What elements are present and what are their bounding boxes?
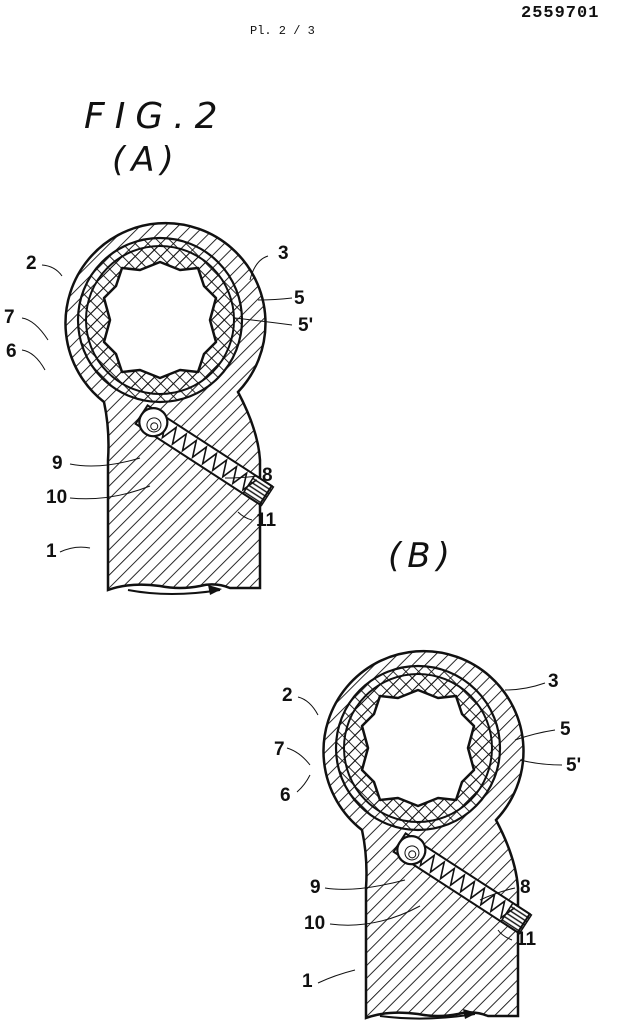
label-a-1: 1: [46, 541, 57, 562]
label-a-8: 8: [262, 465, 273, 486]
label-b-8: 8: [520, 877, 531, 898]
label-b-2: 2: [282, 685, 293, 706]
sheet-number: Pl. 2 / 3: [250, 24, 315, 38]
label-a-9: 9: [52, 453, 63, 474]
label-b-5prime: 5': [566, 755, 582, 776]
document-number: 2559701: [521, 4, 600, 23]
label-b-1: 1: [302, 971, 313, 992]
label-b-6: 6: [280, 785, 291, 806]
label-a-7: 7: [4, 307, 15, 328]
label-b-3: 3: [548, 671, 559, 692]
label-b-11: 11: [516, 929, 537, 950]
label-a-3: 3: [278, 243, 289, 264]
label-a-5: 5: [294, 288, 305, 309]
label-b-10: 10: [304, 913, 326, 934]
label-a-2: 2: [26, 253, 37, 274]
label-a-11: 11: [256, 510, 277, 531]
label-b-9: 9: [310, 877, 321, 898]
label-a-5prime: 5': [298, 315, 314, 336]
subfigure-b-caption: (B): [388, 536, 456, 576]
subfigure-a-caption: (A): [112, 140, 180, 180]
label-a-6: 6: [6, 341, 17, 362]
label-b-7: 7: [274, 739, 285, 760]
figure-title: FIG.2: [84, 96, 228, 137]
label-b-5: 5: [560, 719, 571, 740]
label-a-10: 10: [46, 487, 68, 508]
